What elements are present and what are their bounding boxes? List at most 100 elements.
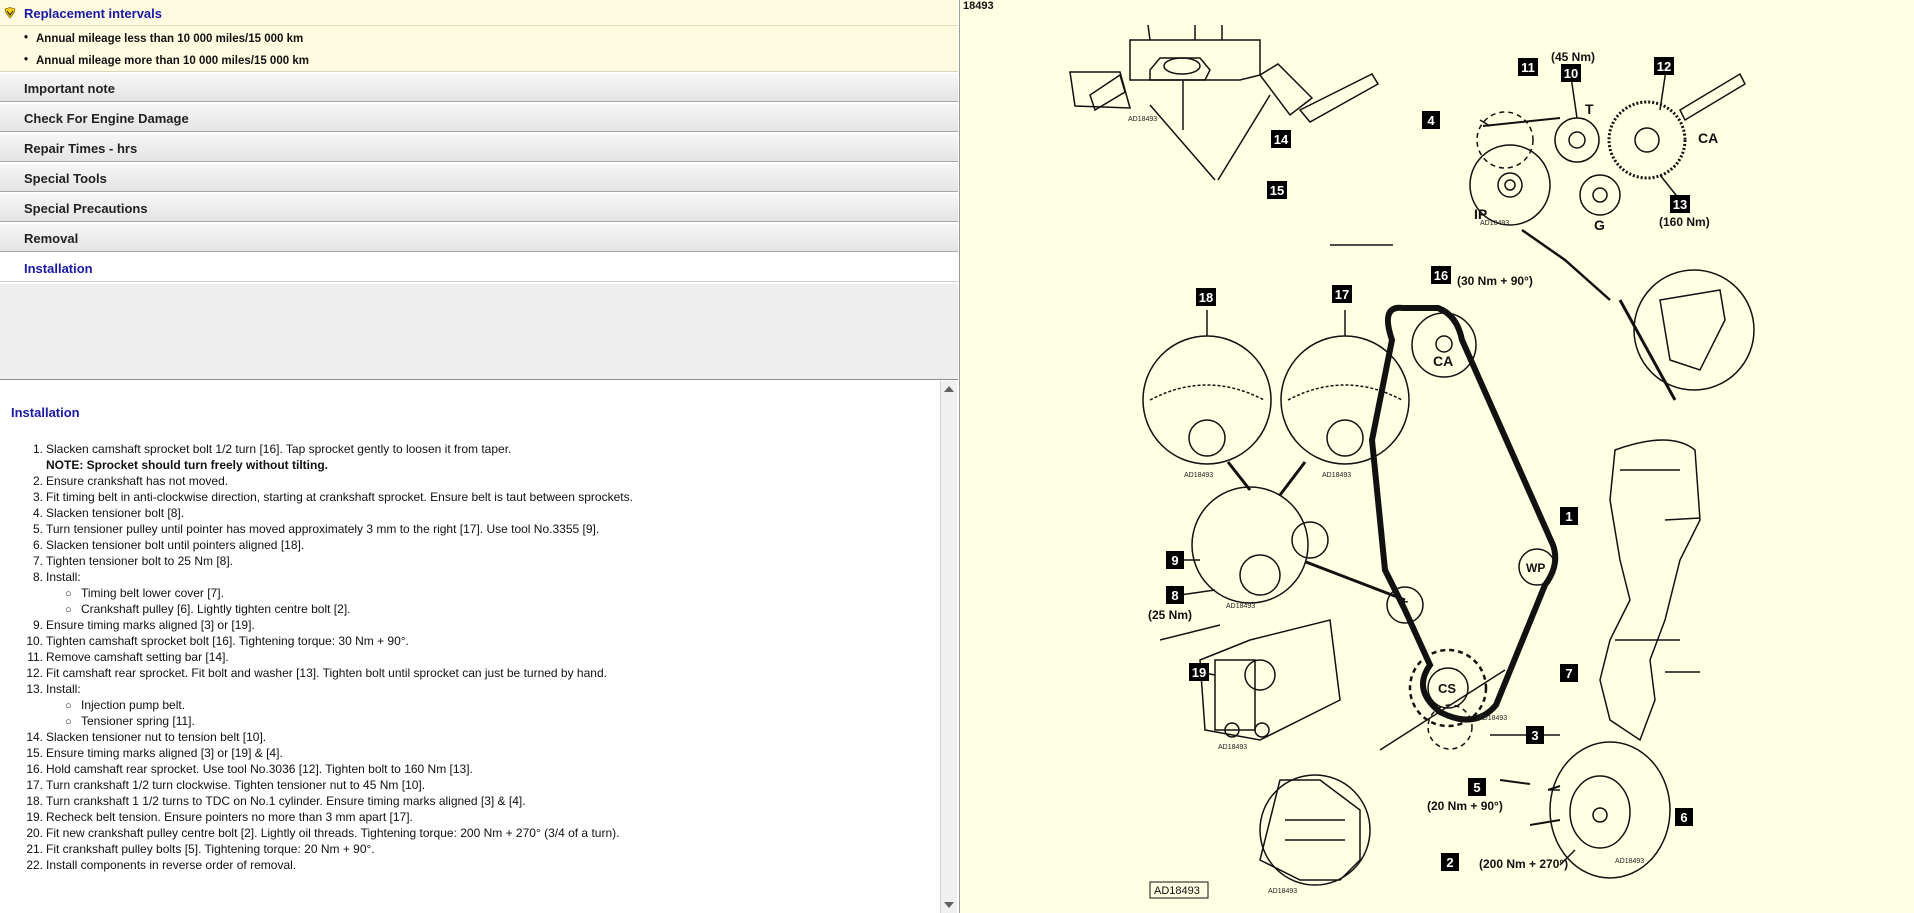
substep-bullet-icon: ○ (65, 588, 72, 600)
warning-shield-icon (4, 7, 16, 19)
step-number: 13. (26, 682, 43, 696)
step-text: Tighten camshaft sprocket bolt [16]. Tig… (46, 634, 409, 648)
section-special-tools[interactable]: Special Tools (0, 163, 958, 192)
callout-12: 12 (1657, 59, 1671, 74)
step-number: 21. (26, 842, 43, 856)
label-t: T (1400, 598, 1408, 613)
installation-step: 17.Turn crankshaft 1/2 turn clockwise. T… (19, 777, 919, 793)
installation-step: 14.Slacken tensioner nut to tension belt… (19, 729, 919, 745)
step-text: Tensioner spring [11]. (81, 714, 195, 728)
empty-panel (0, 284, 958, 380)
step-text: Install: (46, 570, 81, 584)
step-text: Turn crankshaft 1/2 turn clockwise. Tigh… (46, 778, 426, 792)
installation-step: 15.Ensure timing marks aligned [3] or [1… (19, 745, 919, 761)
callout-2: 2 (1446, 855, 1453, 870)
label-ca: CA (1433, 353, 1453, 369)
step-text: Recheck belt tension. Ensure pointers no… (46, 810, 413, 824)
step-number: 3. (32, 490, 43, 504)
small-id-mark: AD18493 (1478, 715, 1507, 722)
scroll-down-arrow-icon[interactable] (944, 902, 954, 908)
drawing-id: 18493 (963, 0, 994, 12)
step-number: 1. (32, 442, 43, 456)
step-number: 18. (26, 794, 43, 808)
callout-8: 8 (1171, 588, 1178, 603)
step-number: 15. (26, 746, 43, 760)
callout-17: 17 (1335, 287, 1349, 302)
section-check-engine-damage[interactable]: Check For Engine Damage (0, 103, 958, 132)
step-number: 22. (26, 858, 43, 872)
section-label: Special Tools (24, 171, 107, 186)
step-number: 20. (26, 826, 43, 840)
step-text: Ensure timing marks aligned [3] or [19] … (46, 746, 283, 760)
installation-step: 12.Fit camshaft rear sprocket. Fit bolt … (19, 665, 919, 681)
installation-step: 7.Tighten tensioner bolt to 25 Nm [8]. (19, 553, 919, 569)
label-20nm: (20 Nm + 90°) (1427, 799, 1503, 813)
label-45nm: (45 Nm) (1551, 50, 1595, 64)
installation-substep: ○Injection pump belt. (19, 697, 919, 713)
callout-15: 15 (1270, 183, 1284, 198)
step-number: 7. (32, 554, 43, 568)
step-number: 9. (32, 618, 43, 632)
installation-step: 3.Fit timing belt in anti-clockwise dire… (19, 489, 919, 505)
step-text: Fit camshaft rear sprocket. Fit bolt and… (46, 666, 607, 680)
callout-6: 6 (1680, 810, 1687, 825)
section-label: Important note (24, 81, 115, 96)
installation-content: Installation 1.Slacken camshaft sprocket… (0, 381, 940, 913)
step-text: Remove camshaft setting bar [14]. (46, 650, 229, 664)
step-text: Install components in reverse order of r… (46, 858, 297, 872)
interval-item[interactable]: Annual mileage less than 10 000 miles/15… (24, 32, 303, 45)
label-200nm: (200 Nm + 270°) (1479, 857, 1568, 871)
installation-substep: ○Timing belt lower cover [7]. (19, 585, 919, 601)
label-ca-top: CA (1698, 130, 1718, 146)
installation-substep: ○Tensioner spring [11]. (19, 713, 919, 729)
label-g: G (1594, 217, 1605, 233)
installation-step: 5.Turn tensioner pulley until pointer ha… (19, 521, 919, 537)
replacement-intervals-header[interactable]: Replacement intervals (0, 0, 958, 26)
step-text: Crankshaft pulley [6]. Lightly tighten c… (81, 602, 351, 616)
label-160nm: (160 Nm) (1659, 215, 1710, 229)
step-text: Turn crankshaft 1 1/2 turns to TDC on No… (46, 794, 526, 808)
installation-step: 19.Recheck belt tension. Ensure pointers… (19, 809, 919, 825)
label-30nm: (30 Nm + 90°) (1457, 274, 1533, 288)
installation-steps: 1.Slacken camshaft sprocket bolt 1/2 tur… (19, 441, 919, 873)
step-text: Fit crankshaft pulley bolts [5]. Tighten… (46, 842, 375, 856)
step-text: Slacken tensioner bolt until pointers al… (46, 538, 305, 552)
left-pane: Replacement intervals Annual mileage les… (0, 0, 958, 913)
callout-9: 9 (1171, 553, 1178, 568)
installation-step: 22.Install components in reverse order o… (19, 857, 919, 873)
section-removal[interactable]: Removal (0, 223, 958, 252)
step-text: Fit timing belt in anti-clockwise direct… (46, 490, 633, 504)
installation-step: 21.Fit crankshaft pulley bolts [5]. Tigh… (19, 841, 919, 857)
label-wp: WP (1526, 561, 1545, 575)
callout-3: 3 (1531, 728, 1538, 743)
substep-bullet-icon: ○ (65, 700, 72, 712)
step-text: Ensure crankshaft has not moved. (46, 474, 229, 488)
installation-step: 18.Turn crankshaft 1 1/2 turns to TDC on… (19, 793, 919, 809)
section-important-note[interactable]: Important note (0, 73, 958, 102)
installation-step: 13.Install: (19, 681, 919, 697)
installation-step: 16.Hold camshaft rear sprocket. Use tool… (19, 761, 919, 777)
step-number: 12. (26, 666, 43, 680)
section-special-precautions[interactable]: Special Precautions (0, 193, 958, 222)
step-text: NOTE: Sprocket should turn freely withou… (46, 458, 328, 472)
callout-13: 13 (1673, 197, 1687, 212)
step-number: 11. (27, 650, 43, 664)
step-number: 6. (32, 538, 43, 552)
content-scrollbar[interactable] (940, 381, 957, 913)
installation-step: 2.Ensure crankshaft has not moved. (19, 473, 919, 489)
interval-item[interactable]: Annual mileage more than 10 000 miles/15… (24, 54, 309, 67)
small-id-mark: AD18493 (1268, 888, 1297, 895)
section-repair-times[interactable]: Repair Times - hrs (0, 133, 958, 162)
installation-step: 6.Slacken tensioner bolt until pointers … (19, 537, 919, 553)
section-installation[interactable]: Installation (0, 253, 958, 282)
section-label: Installation (24, 261, 93, 276)
step-number: 17. (26, 778, 43, 792)
label-25nm: (25 Nm) (1148, 608, 1192, 622)
step-text: Turn tensioner pulley until pointer has … (46, 522, 600, 536)
step-text: Slacken tensioner nut to tension belt [1… (46, 730, 267, 744)
step-text: Fit new crankshaft pulley centre bolt [2… (46, 826, 620, 840)
section-label: Special Precautions (24, 201, 148, 216)
step-text: Slacken camshaft sprocket bolt 1/2 turn … (46, 442, 512, 456)
step-text: Tighten tensioner bolt to 25 Nm [8]. (46, 554, 233, 568)
scroll-up-arrow-icon[interactable] (944, 386, 954, 392)
